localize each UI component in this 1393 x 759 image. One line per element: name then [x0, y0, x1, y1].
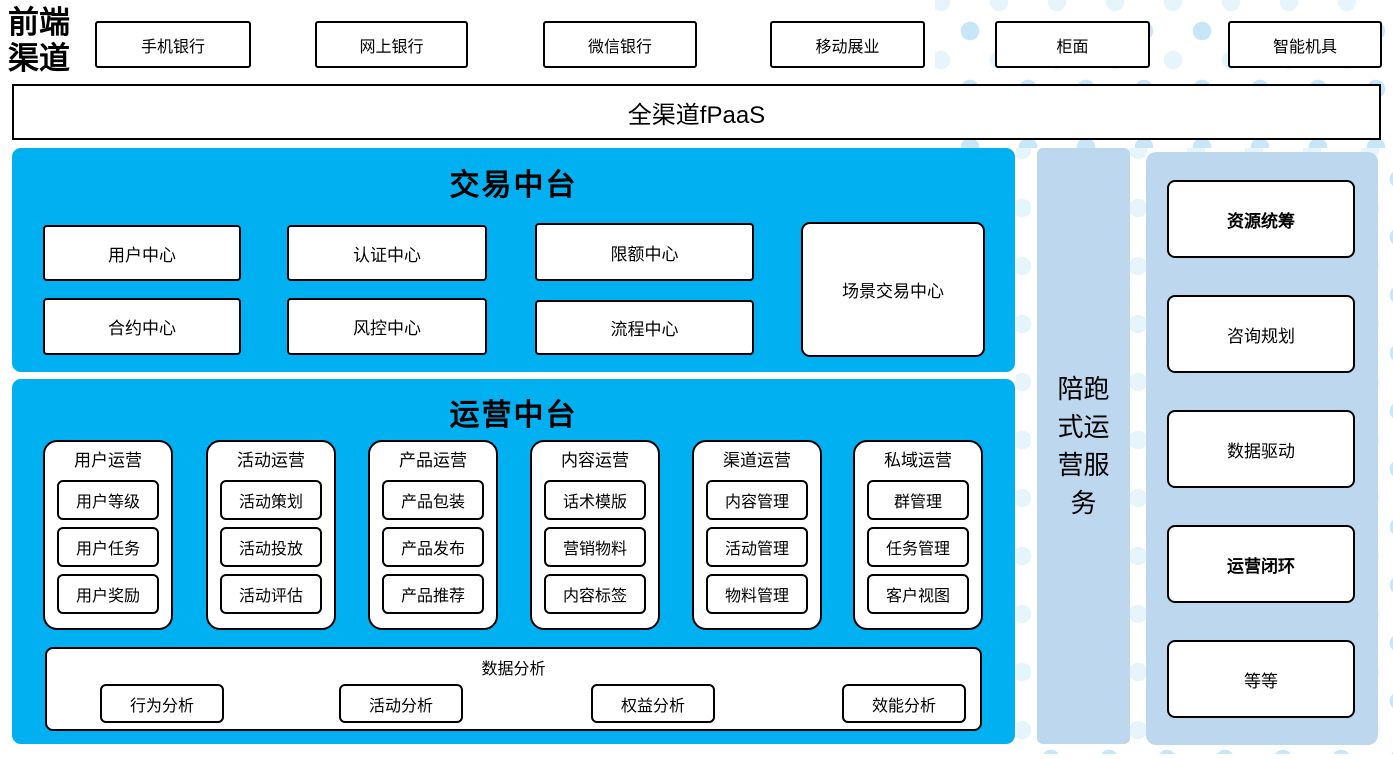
fpaas-bar: 全渠道fPaaS	[12, 84, 1381, 140]
channel-box-online-banking: 网上银行	[315, 21, 468, 68]
data-analysis-title: 数据分析	[481, 661, 546, 678]
mini-box: 内容标签	[544, 574, 646, 614]
analysis-box-efficiency: 效能分析	[842, 684, 966, 723]
mini-box: 活动投放	[220, 527, 322, 567]
mini-box: 产品包装	[382, 480, 484, 520]
service-box-data-driven: 数据驱动	[1167, 410, 1355, 488]
channel-box-mobile-outreach: 移动展业	[770, 21, 925, 68]
center-box-auth: 认证中心	[287, 225, 487, 281]
operation-platform-title: 运营中台	[449, 399, 578, 432]
group-activity-operation: 活动运营 活动策划 活动投放 活动评估	[206, 440, 336, 630]
analysis-box-benefit: 权益分析	[591, 684, 715, 723]
group-product-operation: 产品运营 产品包装 产品发布 产品推荐	[368, 440, 498, 630]
mini-box: 用户奖励	[57, 574, 159, 614]
channel-box-counter: 柜面	[995, 21, 1150, 68]
mini-box: 产品发布	[382, 527, 484, 567]
mini-box: 话术模版	[544, 480, 646, 520]
center-box-process: 流程中心	[535, 300, 754, 355]
mini-box: 活动管理	[706, 527, 808, 567]
mini-box: 物料管理	[706, 574, 808, 614]
operation-platform-panel: 运营中台 用户运营 用户等级 用户任务 用户奖励 活动运营 活动策划 活动投放 …	[12, 379, 1015, 744]
mini-box: 客户视图	[867, 574, 969, 614]
center-box-scene-trade: 场景交易中心	[801, 222, 985, 357]
mini-box: 内容管理	[706, 480, 808, 520]
mini-box: 用户任务	[57, 527, 159, 567]
mini-box: 活动策划	[220, 480, 322, 520]
group-channel-operation: 渠道运营 内容管理 活动管理 物料管理	[692, 440, 822, 630]
group-title: 活动运营	[237, 451, 305, 470]
front-channels-label: 前端 渠道	[8, 5, 70, 76]
channel-box-mobile-banking: 手机银行	[95, 21, 251, 68]
data-analysis-box: 数据分析 行为分析 活动分析 权益分析 效能分析	[45, 647, 982, 731]
mini-box: 群管理	[867, 480, 969, 520]
mini-box: 产品推荐	[382, 574, 484, 614]
group-private-domain-operation: 私域运营 群管理 任务管理 客户视图	[853, 440, 983, 630]
analysis-box-behavior: 行为分析	[100, 684, 224, 723]
mini-box: 任务管理	[867, 527, 969, 567]
trade-platform-title: 交易中台	[449, 169, 578, 202]
mini-box: 用户等级	[57, 480, 159, 520]
mini-box: 活动评估	[220, 574, 322, 614]
service-box-consulting: 咨询规划	[1167, 295, 1355, 373]
group-title: 内容运营	[561, 451, 629, 470]
center-box-limit: 限额中心	[535, 223, 754, 281]
service-panel: 资源统筹 咨询规划 数据驱动 运营闭环 等等	[1146, 152, 1378, 745]
group-title: 渠道运营	[723, 451, 791, 470]
group-content-operation: 内容运营 话术模版 营销物料 内容标签	[530, 440, 660, 630]
center-box-contract: 合约中心	[43, 298, 241, 355]
analysis-box-activity: 活动分析	[339, 684, 463, 723]
group-user-operation: 用户运营 用户等级 用户任务 用户奖励	[43, 440, 173, 630]
mini-box: 营销物料	[544, 527, 646, 567]
service-box-etc: 等等	[1167, 640, 1355, 718]
trade-platform-panel: 交易中台 用户中心 认证中心 限额中心 合约中心 风控中心 流程中心 场景交易中…	[12, 148, 1015, 372]
group-title: 私域运营	[884, 451, 952, 470]
accompany-operation-service-bar: 陪跑 式运 营服 务	[1037, 148, 1130, 744]
group-title: 用户运营	[74, 451, 142, 470]
service-box-resource-planning: 资源统筹	[1167, 180, 1355, 258]
group-title: 产品运营	[399, 451, 467, 470]
channel-box-wechat-banking: 微信银行	[543, 21, 697, 68]
center-box-risk: 风控中心	[287, 298, 487, 355]
center-box-user: 用户中心	[43, 225, 241, 281]
service-box-operation-loop: 运营闭环	[1167, 525, 1355, 603]
channel-box-smart-devices: 智能机具	[1228, 21, 1382, 68]
